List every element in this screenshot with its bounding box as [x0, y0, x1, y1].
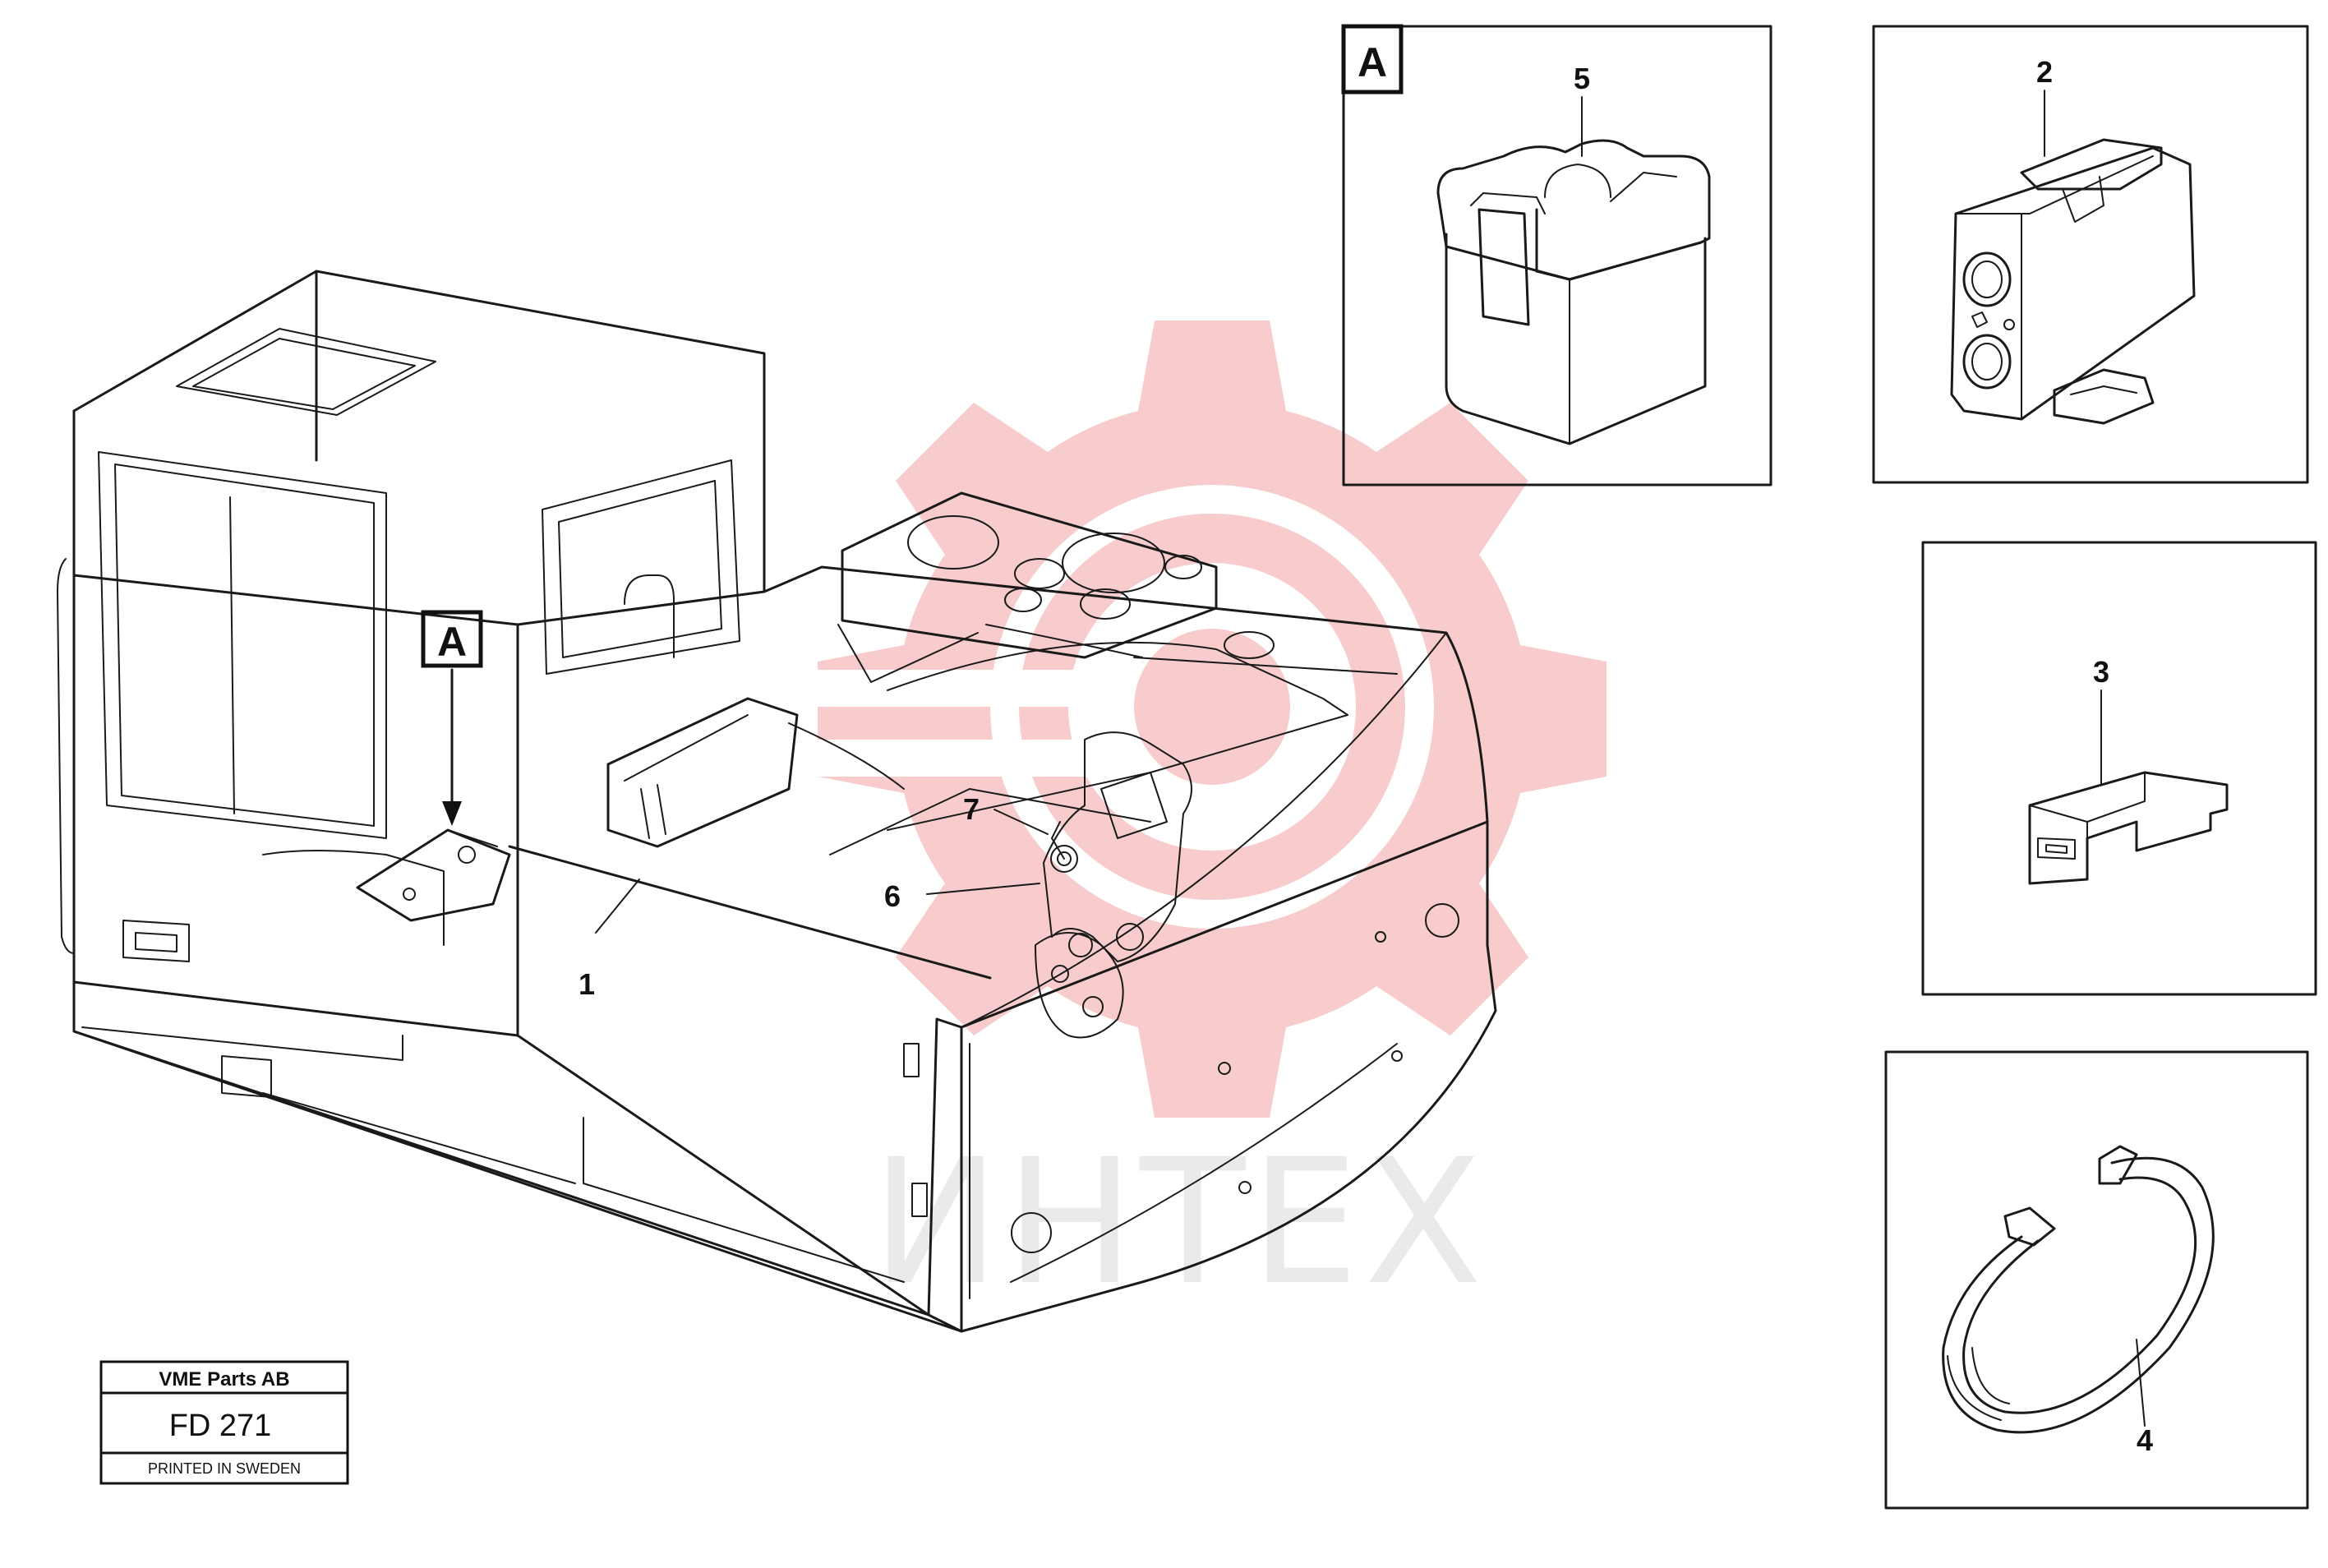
terminal-icon	[2028, 771, 2229, 885]
callout-7: 7	[963, 792, 980, 826]
detail-a-marker-label: A	[437, 619, 467, 665]
detail-4-panel: 4	[1884, 1050, 2309, 1510]
callout-1: 1	[579, 967, 595, 1001]
callout-4: 4	[2137, 1423, 2153, 1457]
detail-3-panel: 3	[1921, 541, 2317, 996]
watermark-text: ИНТЕХ	[871, 1122, 1487, 1323]
callout-5: 5	[1574, 62, 1590, 95]
callout-2: 2	[2036, 55, 2053, 89]
excavator-drawing: A	[57, 270, 1497, 1333]
detail-a-marker-box	[421, 610, 483, 668]
plug-connector-icon	[1950, 138, 2196, 425]
detail-2-panel: 2	[1872, 25, 2309, 484]
detail-a-panel-marker-label: A	[1358, 39, 1387, 85]
connector-housing-icon	[1436, 139, 1711, 445]
title-block-company: VME Parts AB	[159, 1368, 289, 1390]
callout-6: 6	[884, 879, 901, 913]
cable-tie-icon	[1942, 1145, 2215, 1434]
title-block-printed: PRINTED IN SWEDEN	[148, 1460, 301, 1477]
detail-a-panel: A 5	[1341, 24, 1773, 487]
title-block-code: FD 271	[169, 1409, 272, 1443]
detail-a-panel-marker-box	[1341, 24, 1404, 95]
watermark-gear-icon	[818, 321, 1607, 1118]
callout-3: 3	[2093, 655, 2109, 689]
title-block: VME Parts AB FD 271 PRINTED IN SWEDEN	[99, 1360, 349, 1485]
